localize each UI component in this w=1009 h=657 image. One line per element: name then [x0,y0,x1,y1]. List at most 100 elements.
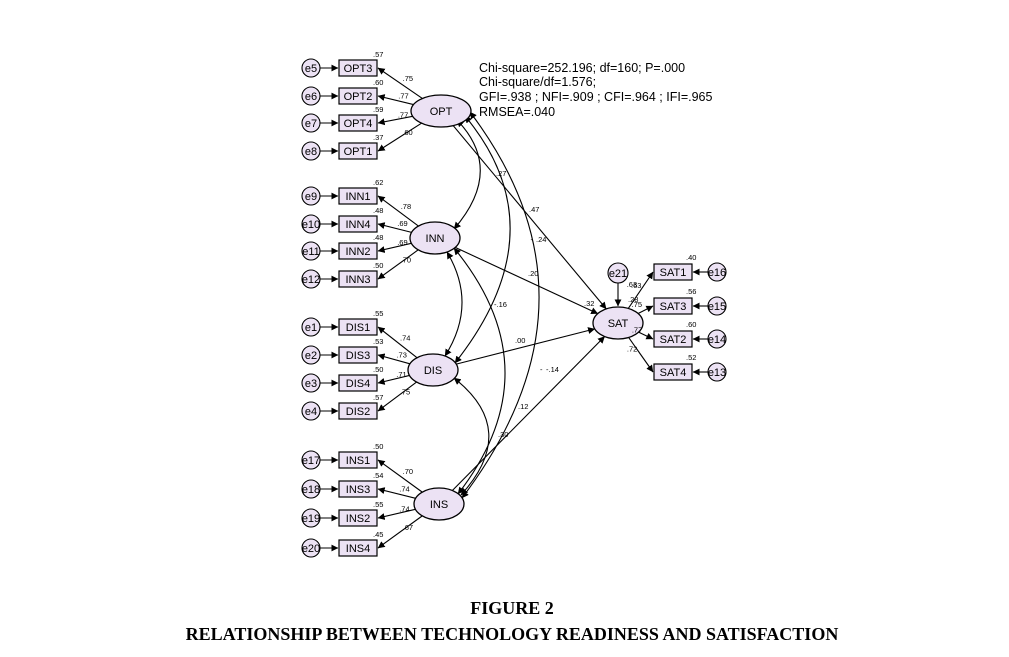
latent-ins [413,487,465,521]
indicator-box-opt1 [338,142,378,160]
latent-inn [409,221,461,255]
indicator-label-inn2: INN2 [345,246,370,258]
error-node-e17 [301,450,321,470]
path-coef-opt-sat: .24 [536,235,546,244]
indicator-box-inn2 [338,242,378,260]
loading-arrow-inn4 [377,222,412,233]
covariance-coef-dis-ins: .30 [498,430,508,439]
error-node-e9 [301,186,321,206]
r2-value-opt4: .59 [373,105,383,114]
error-label-e17: e17 [302,455,320,467]
loading-arrow-ins1 [377,459,423,493]
indicator-box-ins2 [338,509,378,527]
error-label-e8: e8 [305,146,317,158]
error-label-e21: e21 [609,268,627,280]
loading-arrow-dis1 [377,326,418,359]
error-node-e11 [301,241,321,261]
covariance-coef-opt-inn: .27 [496,169,506,178]
path-sign-ins-sat: - [540,365,543,374]
indicator-label-dis1: DIS1 [346,322,370,334]
indicator-label-sat4: SAT4 [660,367,687,379]
indicator-box-inn4 [338,215,378,233]
r2-value-sat1: .40 [686,253,696,262]
loading-arrow-sat4 [628,337,654,373]
r2-value-sat4: .52 [686,353,696,362]
path-coef-ins-sat: .12 [518,402,528,411]
loading-value-inn3: .70 [401,255,411,264]
latent-label-dis: DIS [424,365,442,377]
error-label-e3: e3 [305,378,317,390]
error-node-e4 [301,401,321,421]
indicator-box-sat2 [653,330,693,348]
connections-layer [320,64,708,552]
latent-label-inn: INN [426,233,445,245]
loading-arrow-ins2 [377,508,416,520]
indicator-label-inn3: INN3 [345,274,370,286]
fit-statistics: Chi-square=252.196; df=160; P=.000 Chi-s… [479,61,713,119]
error-node-e13 [707,362,727,382]
indicator-label-opt3: OPT3 [344,63,373,75]
error-node-e3 [301,373,321,393]
error-label-e4: e4 [305,406,317,418]
r2-value-sat2: .60 [686,320,696,329]
error-node-e1 [301,317,321,337]
r2-value-sat: .28 [628,295,638,304]
variance-e21: .63 [631,281,641,290]
indicator-box-inn3 [338,270,378,288]
loading-arrow-inn2 [377,242,412,253]
indicator-label-dis3: DIS3 [346,350,370,362]
path-arrow-inn-sat [455,246,599,315]
covariance-coef-opt-dis: .47 [529,205,539,214]
loading-arrow-ins4 [377,515,423,549]
indicator-label-ins1: INS1 [346,455,370,467]
latent-sat [592,306,644,340]
error-node-e8 [301,141,321,161]
r2-value-dis4: .50 [373,365,383,374]
indicator-box-opt3 [338,59,378,77]
error-node-e10 [301,214,321,234]
error-node-e15 [707,296,727,316]
loading-arrow-ins3 [377,487,416,499]
error-node-e5 [301,58,321,78]
error-label-e13: e13 [708,367,726,379]
indicator-label-sat2: SAT2 [660,334,687,346]
indicator-box-ins1 [338,451,378,469]
error-label-e20: e20 [302,543,320,555]
loading-value-sat1: .63 [627,280,637,289]
fit-stat-chisq: Chi-square=252.196; df=160; P=.000 [479,61,685,75]
loading-value-dis3: .73 [396,350,406,359]
error-node-e19 [301,508,321,528]
loading-value-ins4: .67 [403,523,413,532]
loading-value-sat3: .75 [632,300,642,309]
indicator-box-sat4 [653,363,693,381]
loading-value-opt4: .77 [398,111,408,120]
r2-value-opt3: .57 [373,50,383,59]
loading-arrow-sat1 [627,271,654,309]
indicator-label-opt1: OPT1 [344,146,373,158]
indicator-label-ins3: INS3 [346,484,370,496]
r2-value-opt1: .37 [373,133,383,142]
path-sign-opt-sat: - [531,235,534,244]
error-label-e14: e14 [708,334,726,346]
indicator-box-dis4 [338,374,378,392]
error-label-e2: e2 [305,350,317,362]
nodes-layer: OPT3e5OPT2e6OPT4e7OPT1e8INN1e9INN4e10INN… [301,58,727,558]
path-coef-dis-sat: .00 [515,336,525,345]
covariance-coef-opt-ins: .32 [584,299,594,308]
covariance-curve-dis-ins [453,377,490,496]
loading-value-ins3: .74 [399,485,409,494]
error-label-e12: e12 [302,274,320,286]
error-label-e6: e6 [305,91,317,103]
error-node-e16 [707,262,727,282]
covariance-coef-inn-ins: -.14 [546,365,559,374]
r2-value-inn3: .50 [373,261,383,270]
r2-value-opt2: .60 [373,78,383,87]
covariance-curve-inn-dis [444,251,463,357]
loading-value-sat4: .72 [627,345,637,354]
r2-value-sat3: .56 [686,287,696,296]
loading-value-ins1: .70 [403,467,413,476]
r2-value-ins2: .55 [373,500,383,509]
indicator-box-dis2 [338,402,378,420]
r2-value-inn4: .48 [373,206,383,215]
error-label-e18: e18 [302,484,320,496]
